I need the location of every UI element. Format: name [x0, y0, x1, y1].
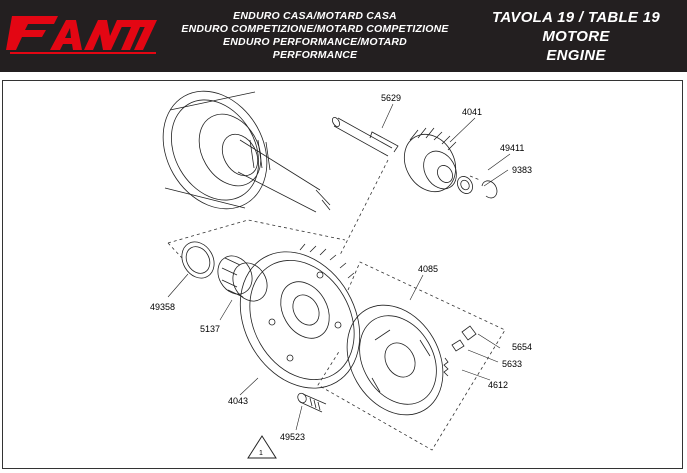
part-label: 4612: [488, 380, 508, 390]
part-label: 9383: [512, 165, 532, 175]
part-label: 5629: [381, 93, 401, 103]
part-label: 4043: [228, 396, 248, 406]
part-label: 5654: [512, 342, 532, 352]
roller-spring-drawing: [443, 325, 477, 377]
dashed-outline: [167, 219, 346, 244]
diagram-frame: [2, 80, 683, 469]
rotor-housing-drawing: [162, 90, 331, 213]
table-title: TAVOLA 19 / TABLE 19 MOTORE ENGINE: [470, 8, 682, 65]
freewheel-housing-drawing: [346, 304, 444, 416]
circlip-drawing: [481, 180, 498, 199]
shaft-drawing: [331, 117, 399, 157]
idler-gear-drawing: [403, 127, 457, 193]
model-line: ENDURO PERFORMANCE/MOTARD PERFORMANCE: [223, 36, 407, 61]
part-label: 5633: [502, 359, 522, 369]
warning-number: 1: [259, 450, 263, 457]
section-en: ENGINE: [546, 47, 606, 64]
table-number: TAVOLA 19 / TABLE 19: [492, 9, 660, 26]
thrust-washer-drawing: [181, 241, 215, 279]
part-label: 49358: [150, 302, 175, 312]
model-line: ENDURO CASA/MOTARD CASA: [233, 10, 397, 22]
part-label: 5137: [200, 324, 220, 334]
part-label: 4085: [418, 264, 438, 274]
section-it: MOTORE: [542, 28, 610, 45]
part-label: 49411: [500, 143, 524, 153]
part-label: 4041: [462, 107, 482, 117]
needle-bearing-drawing: [217, 255, 268, 302]
fantic-logo: [6, 16, 157, 54]
screw-drawing: [297, 392, 327, 413]
page-header: ENDURO CASA/MOTARD CASA ENDURO COMPETIZI…: [0, 0, 687, 72]
warning-triangle-icon: [247, 435, 277, 459]
part-label: 49523: [280, 432, 305, 442]
model-line: ENDURO COMPETIZIONE/MOTARD COMPETIZIONE: [181, 23, 449, 35]
model-list: ENDURO CASA/MOTARD CASA ENDURO COMPETIZI…: [180, 10, 450, 62]
washer-drawing: [457, 176, 473, 194]
part-labels: 5629 4041 49411 9383 4085 49358 5137 565…: [150, 93, 532, 457]
starter-gear-drawing: [239, 243, 361, 389]
